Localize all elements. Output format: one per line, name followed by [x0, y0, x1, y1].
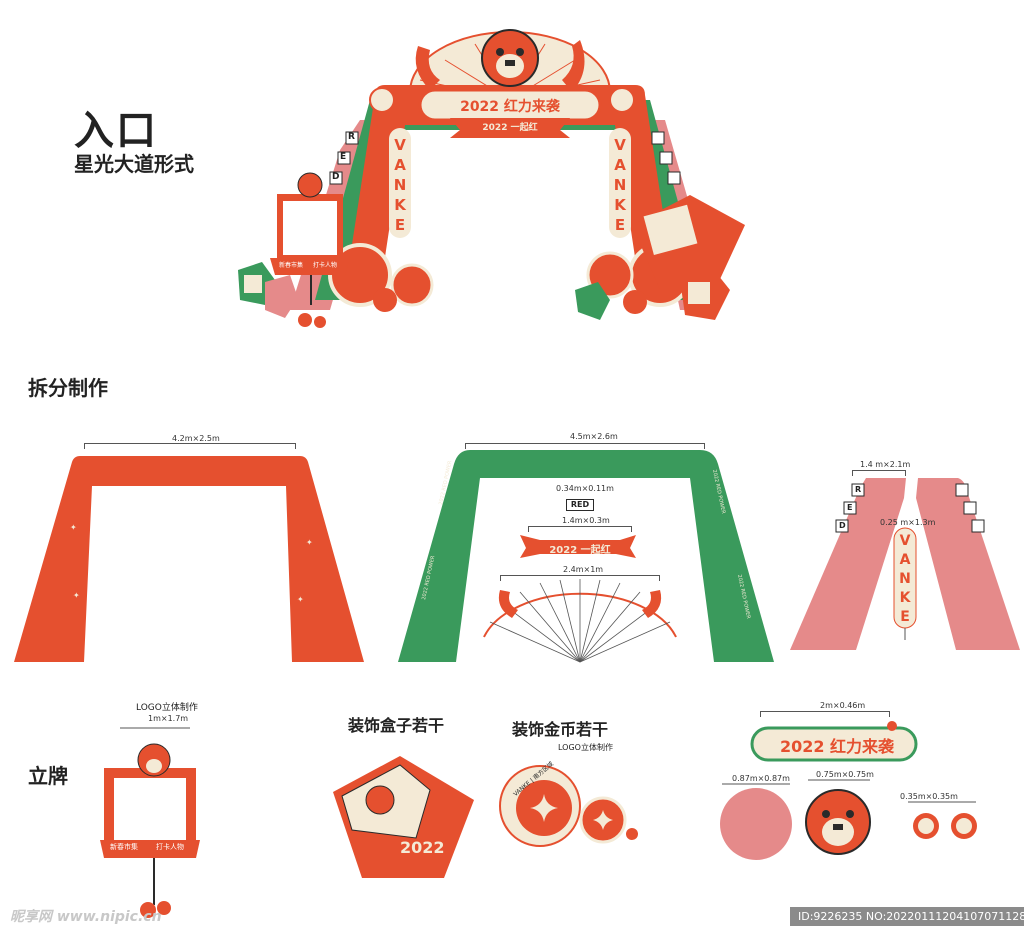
banner-dim: 2m×0.46m [820, 701, 866, 710]
watermark: 昵享网 www.nipic.cn [10, 909, 162, 925]
stand-left-label: 新春市集 [110, 843, 138, 851]
vanke-dim: 0.25 m×1.3m [880, 518, 936, 527]
ribbon-text: 2022 一起红 [549, 545, 611, 556]
pink-red-d: D [839, 521, 846, 530]
red-letter-r: R [348, 132, 355, 142]
stand-dim: 1m×1.7m [148, 714, 189, 723]
entry-title: 入口 [74, 108, 158, 154]
stand-logo-note: LOGO立体制作 [136, 703, 198, 713]
svg-text:V: V [394, 136, 406, 154]
svg-text:✦: ✦ [73, 591, 80, 600]
banner-text: 2022 红力来袭 [779, 737, 895, 756]
circle-dim: 0.87m×0.87m [732, 774, 790, 783]
red-badge-dim: 0.34m×0.11m [556, 484, 614, 493]
svg-text:N: N [394, 176, 407, 194]
ribbon-dim: 1.4m×0.3m [562, 516, 610, 525]
vanke-letter: A [899, 552, 911, 568]
stand-title: 立牌 [28, 764, 68, 788]
pink-red-e: E [847, 503, 853, 512]
thumb-dim: 0.35m×0.35m [900, 792, 958, 801]
pink-red-r: R [855, 485, 862, 494]
tiger-dim: 0.75m×0.75m [816, 770, 874, 779]
svg-text:✦: ✦ [70, 523, 77, 532]
pink-arch-dim: 1.4 m×2.1m [860, 460, 911, 469]
red-arch-dim: 4.2m×2.5m [172, 434, 220, 443]
red-letter-e: E [340, 152, 347, 162]
svg-text:✦: ✦ [297, 595, 304, 604]
vanke-pillar: V A N K E [896, 532, 914, 627]
split-title: 拆分制作 [28, 376, 108, 400]
svg-text:K: K [614, 196, 627, 214]
vanke-letter: K [899, 590, 911, 606]
fan-dimline [500, 575, 660, 581]
coins-title: 装饰金币若干 [512, 720, 609, 739]
stand-right-label: 打卡人物 [156, 843, 184, 851]
entry-subtitle: 星光大道形式 [74, 152, 194, 176]
ribbon-dimline [528, 526, 632, 532]
vanke-letter: N [899, 571, 911, 587]
pink-arch-dimline [852, 470, 906, 476]
red-badge: RED [566, 499, 594, 511]
vanke-letter: V [899, 533, 911, 549]
vanke-letter: E [900, 609, 910, 625]
box-year: 2022 [400, 838, 445, 857]
svg-text:A: A [614, 156, 626, 174]
green-arch-dimline [465, 443, 705, 449]
svg-text:N: N [614, 176, 627, 194]
svg-text:E: E [615, 216, 625, 234]
svg-text:V: V [614, 136, 626, 154]
green-arch-dim: 4.5m×2.6m [570, 432, 618, 441]
arch-banner-text: 2022 红力来袭 [460, 99, 560, 115]
boxes-title: 装饰盒子若干 [348, 716, 445, 735]
banner-dimline [760, 711, 890, 717]
coins-logo-note: LOGO立体制作 [558, 743, 613, 752]
stand-right-text: 打卡人物 [313, 262, 338, 269]
stand-left-text: 新春市集 [279, 262, 304, 269]
id-bar: ID:9226235 NO:20220111204107071128 [790, 907, 1024, 926]
fan-dim: 2.4m×1m [563, 565, 604, 574]
svg-text:✦: ✦ [306, 538, 313, 547]
svg-text:K: K [394, 196, 407, 214]
red-arch-dimline [84, 443, 296, 449]
arch-ribbon-text: 2022 一起红 [482, 123, 538, 133]
svg-text:A: A [394, 156, 406, 174]
svg-text:E: E [395, 216, 405, 234]
red-letter-d: D [332, 172, 340, 182]
